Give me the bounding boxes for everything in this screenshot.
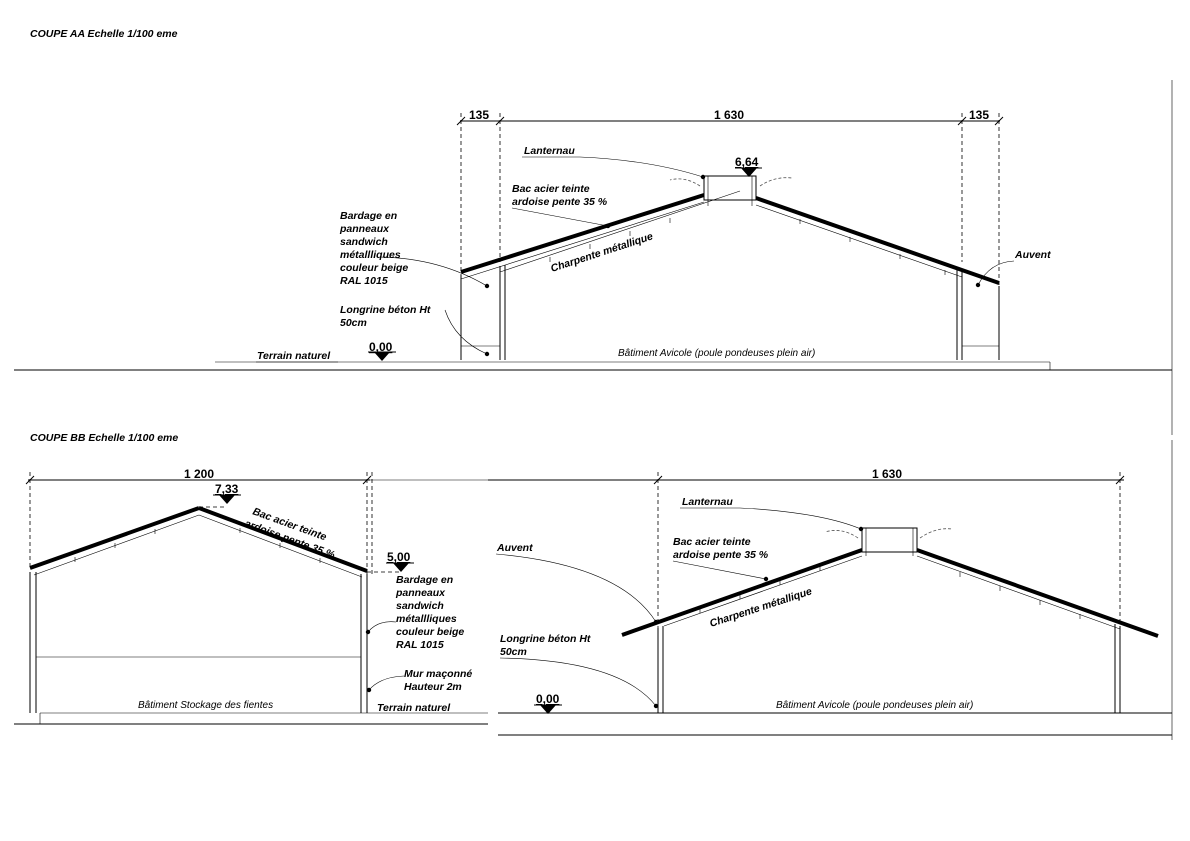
roof-left-avicole: [621, 548, 863, 637]
building-aa: [460, 175, 1000, 360]
svg-text:Bardage en: Bardage en: [396, 574, 453, 586]
label-lanternau-bb: Lanternau: [682, 496, 733, 508]
lanternau-aa: [703, 175, 757, 201]
dim-left-aa: 135: [469, 108, 489, 122]
leader-lanternau-bb: [680, 507, 862, 530]
label-longrine-2-aa: 50cm: [340, 317, 367, 329]
label-mur-1-bb: Mur maçonné: [404, 668, 472, 680]
leader-bac-aa: [511, 207, 609, 227]
svg-text:sandwich: sandwich: [396, 600, 444, 612]
level-marker-ridge-aa: [735, 167, 762, 177]
building-storage-bb: [29, 506, 368, 713]
coupe-aa: COUPE AA Echelle 1/100 eme 135 1 630 135: [14, 28, 1173, 435]
label-mur-2-bb: Hauteur 2m: [404, 681, 462, 693]
roof-right-avicole: [916, 548, 1159, 638]
svg-text:sandwich: sandwich: [340, 236, 388, 248]
label-bac-2-aa: ardoise pente 35 %: [512, 196, 608, 208]
leader-bardage-bb: [367, 621, 397, 633]
label-batiment-avicole-bb: Bâtiment Avicole (poule pondeuses plein …: [776, 700, 973, 711]
label-batiment-aa: Bâtiment Avicole (poule pondeuses plein …: [618, 348, 815, 359]
dimension-chain-bb-avicole: [488, 472, 1125, 632]
level-marker-ground-aa: [368, 351, 396, 361]
svg-text:métallliques: métallliques: [396, 613, 457, 625]
vent-arrow-left-bb: [824, 530, 859, 539]
level-ridge-bb: 7,33: [215, 482, 239, 496]
svg-text:panneaux: panneaux: [339, 223, 390, 235]
svg-text:RAL 1015: RAL 1015: [396, 639, 444, 651]
level-marker-ground-bb: [534, 704, 562, 714]
roof-left-storage: [29, 506, 200, 570]
roof-left-aa: [460, 193, 705, 274]
leader-longrine-aa: [444, 309, 488, 355]
level-marker-ridge-bb: [199, 494, 241, 508]
leader-longrine-bb: [499, 657, 657, 707]
dim-right-aa: 135: [969, 108, 989, 122]
dim-storage-bb: 1 200: [184, 467, 214, 481]
dim-avicole-bb: 1 630: [872, 467, 902, 481]
label-bac-1-aa: Bac acier teinte: [512, 183, 590, 195]
label-auvent-aa: Auvent: [1014, 249, 1051, 261]
label-lanternau-aa: Lanternau: [524, 145, 575, 157]
label-auvent-bb: Auvent: [496, 542, 533, 554]
leader-mur-bb: [368, 675, 405, 691]
leader-bardage-aa: [379, 256, 488, 287]
building-avicole-bb: [621, 527, 1159, 713]
vent-arrow-left-aa: [669, 178, 701, 187]
label-bardage-bb: Bardage en panneaux sandwich métalllique…: [395, 574, 464, 651]
dim-main-aa: 1 630: [714, 108, 744, 122]
leader-auvent-bb: [495, 553, 657, 623]
dimension-chain-bb-storage: [25, 472, 488, 575]
label-charpente-bb: Charpente métallique: [708, 585, 813, 629]
leader-auvent-aa: [977, 260, 1015, 286]
level-ground-bb: 0,00: [536, 692, 560, 706]
roof-right-aa: [755, 196, 1000, 285]
coupe-aa-title: COUPE AA Echelle 1/100 eme: [30, 28, 178, 40]
label-terrain-aa: Terrain naturel: [257, 350, 331, 362]
level-ridge-aa: 6,64: [735, 155, 759, 169]
label-bac-2-bb: ardoise pente 35 %: [673, 549, 769, 561]
svg-text:métallliques: métallliques: [340, 249, 401, 261]
svg-text:Bardage en: Bardage en: [340, 210, 397, 222]
leader-lanternau-aa: [522, 156, 704, 178]
svg-text:RAL 1015: RAL 1015: [340, 275, 388, 287]
label-longrine-2-bb: 50cm: [500, 646, 527, 658]
lanternau-bb: [861, 527, 918, 553]
label-longrine-1-bb: Longrine béton Ht: [500, 633, 591, 645]
svg-text:panneaux: panneaux: [395, 587, 446, 599]
vent-arrow-right-bb: [919, 528, 953, 539]
label-batiment-storage-bb: Bâtiment Stockage des fientes: [138, 700, 273, 711]
vent-arrow-right-aa: [759, 177, 793, 187]
label-bac-1-bb: Bac acier teinte: [673, 536, 751, 548]
coupe-bb-title: COUPE BB Echelle 1/100 eme: [30, 432, 178, 444]
roof-right-storage: [198, 506, 368, 573]
label-terrain-bb: Terrain naturel: [377, 702, 451, 714]
leader-bac-bb: [672, 560, 767, 580]
svg-text:couleur beige: couleur beige: [340, 262, 408, 274]
level-wall-bb: 5,00: [387, 550, 411, 564]
label-longrine-1-aa: Longrine béton Ht: [340, 304, 431, 316]
level-marker-wall-bb: [367, 562, 414, 573]
coupe-bb: COUPE BB Echelle 1/100 eme 1 200 1 630: [14, 432, 1173, 740]
level-ground-aa: 0,00: [369, 340, 393, 354]
svg-text:couleur beige: couleur beige: [396, 626, 464, 638]
label-bardage-aa: Bardage en panneaux sandwich métalllique…: [339, 210, 408, 287]
